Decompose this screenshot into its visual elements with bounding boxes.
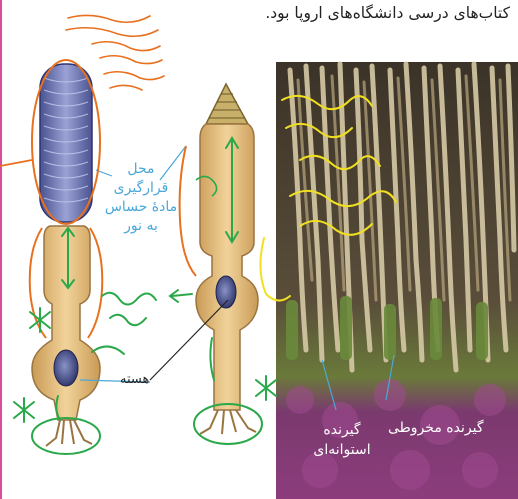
photoreceptive-site-line4: به نور (96, 217, 186, 236)
photoreceptive-site-line1: محل (96, 160, 186, 179)
cone-receptor-label: گیرنده مخروطی (388, 418, 483, 438)
rod-cell (32, 64, 100, 446)
rod-receptor-line1: گیرنده (306, 420, 378, 440)
nucleus-label: هسته (120, 372, 149, 387)
photoreceptive-site-label: محل قرارگیری مادهٔ حساس به نور (96, 160, 186, 236)
rod-receptor-label: گیرنده استوانه‌ای (306, 420, 378, 460)
cone-cell (196, 84, 258, 434)
photoreceptive-site-line3: مادهٔ حساس (96, 198, 186, 217)
rod-receptor-line2: استوانه‌ای (306, 440, 378, 460)
photoreceptive-site-line2: قرارگیری (96, 179, 186, 198)
